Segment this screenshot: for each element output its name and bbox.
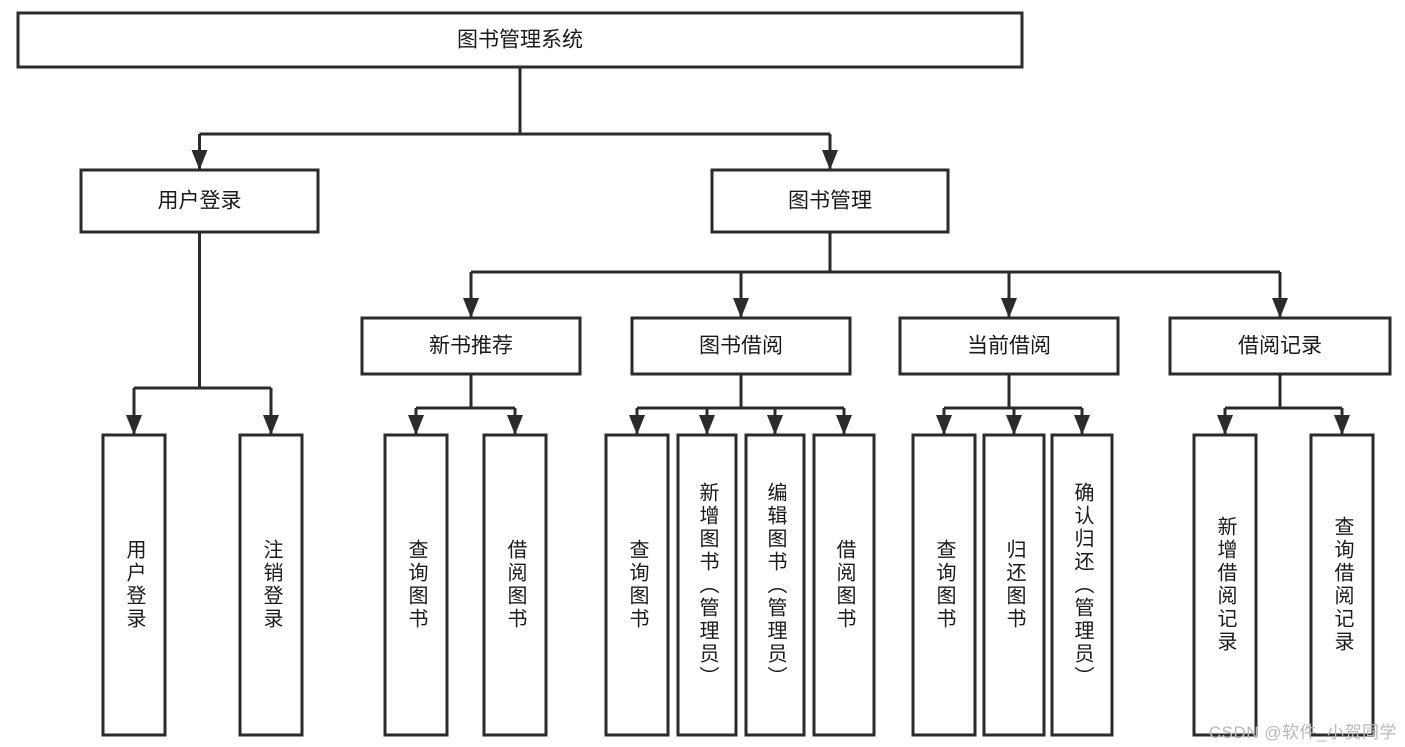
arrow-head-icon (629, 415, 645, 435)
arrow-head-icon (936, 415, 952, 435)
arrow-head-icon (1217, 415, 1233, 435)
node-box-leaf-edit-book[interactable] (744, 433, 806, 737)
arrow-head-icon (836, 415, 852, 435)
node-box-leaf-query-book-3[interactable] (911, 433, 977, 737)
node-box-leaf-borrow-book-1[interactable] (482, 433, 548, 737)
arrow-head-icon (699, 415, 715, 435)
node-label-book-manage: 图书管理 (788, 190, 872, 213)
node-box-leaf-query-book-1[interactable] (383, 433, 449, 737)
node-box-book-manage[interactable] (710, 168, 950, 234)
node-box-leaf-add-record[interactable] (1192, 433, 1258, 737)
node-box-leaf-return-book[interactable] (982, 433, 1046, 737)
node-label-current-borrow: 当前借阅 (967, 335, 1051, 358)
arrow-head-icon (1334, 415, 1350, 435)
node-box-root[interactable] (16, 11, 1024, 69)
node-box-leaf-add-book[interactable] (676, 433, 738, 737)
node-label-borrow-record: 借阅记录 (1238, 335, 1322, 358)
arrow-head-icon (733, 298, 749, 318)
node-box-user-login[interactable] (79, 168, 320, 234)
node-box-leaf-borrow-book-2[interactable] (812, 433, 876, 737)
arrow-head-icon (126, 415, 142, 435)
arrow-head-icon (822, 150, 838, 170)
arrow-head-icon (767, 415, 783, 435)
node-box-leaf-user-login[interactable] (101, 433, 167, 737)
arrow-head-icon (1001, 298, 1017, 318)
node-box-leaf-query-record[interactable] (1309, 433, 1375, 737)
node-box-leaf-user-logout[interactable] (238, 433, 304, 737)
node-box-leaf-confirm-return[interactable] (1050, 433, 1114, 737)
node-box-new-book-recommend[interactable] (360, 316, 582, 376)
arrow-head-icon (1272, 298, 1288, 318)
node-box-book-borrow[interactable] (630, 316, 852, 376)
node-box-borrow-record[interactable] (1168, 316, 1392, 376)
node-label-new-book-recommend: 新书推荐 (429, 335, 513, 358)
node-label-book-borrow: 图书借阅 (699, 335, 783, 358)
arrow-head-icon (263, 415, 279, 435)
node-label-user-login: 用户登录 (158, 190, 242, 213)
arrow-head-icon (507, 415, 523, 435)
node-label-root: 图书管理系统 (457, 29, 583, 52)
arrow-head-icon (463, 298, 479, 318)
arrow-head-icon (1006, 415, 1022, 435)
arrow-head-icon (191, 150, 208, 170)
arrow-head-icon (1074, 415, 1090, 435)
node-box-leaf-query-book-2[interactable] (604, 433, 670, 737)
node-box-current-borrow[interactable] (898, 316, 1120, 376)
csdn-watermark: CSDN @软件_小贺同学 (1208, 723, 1397, 742)
arrow-head-icon (408, 415, 424, 435)
connector-layer (126, 67, 1350, 435)
